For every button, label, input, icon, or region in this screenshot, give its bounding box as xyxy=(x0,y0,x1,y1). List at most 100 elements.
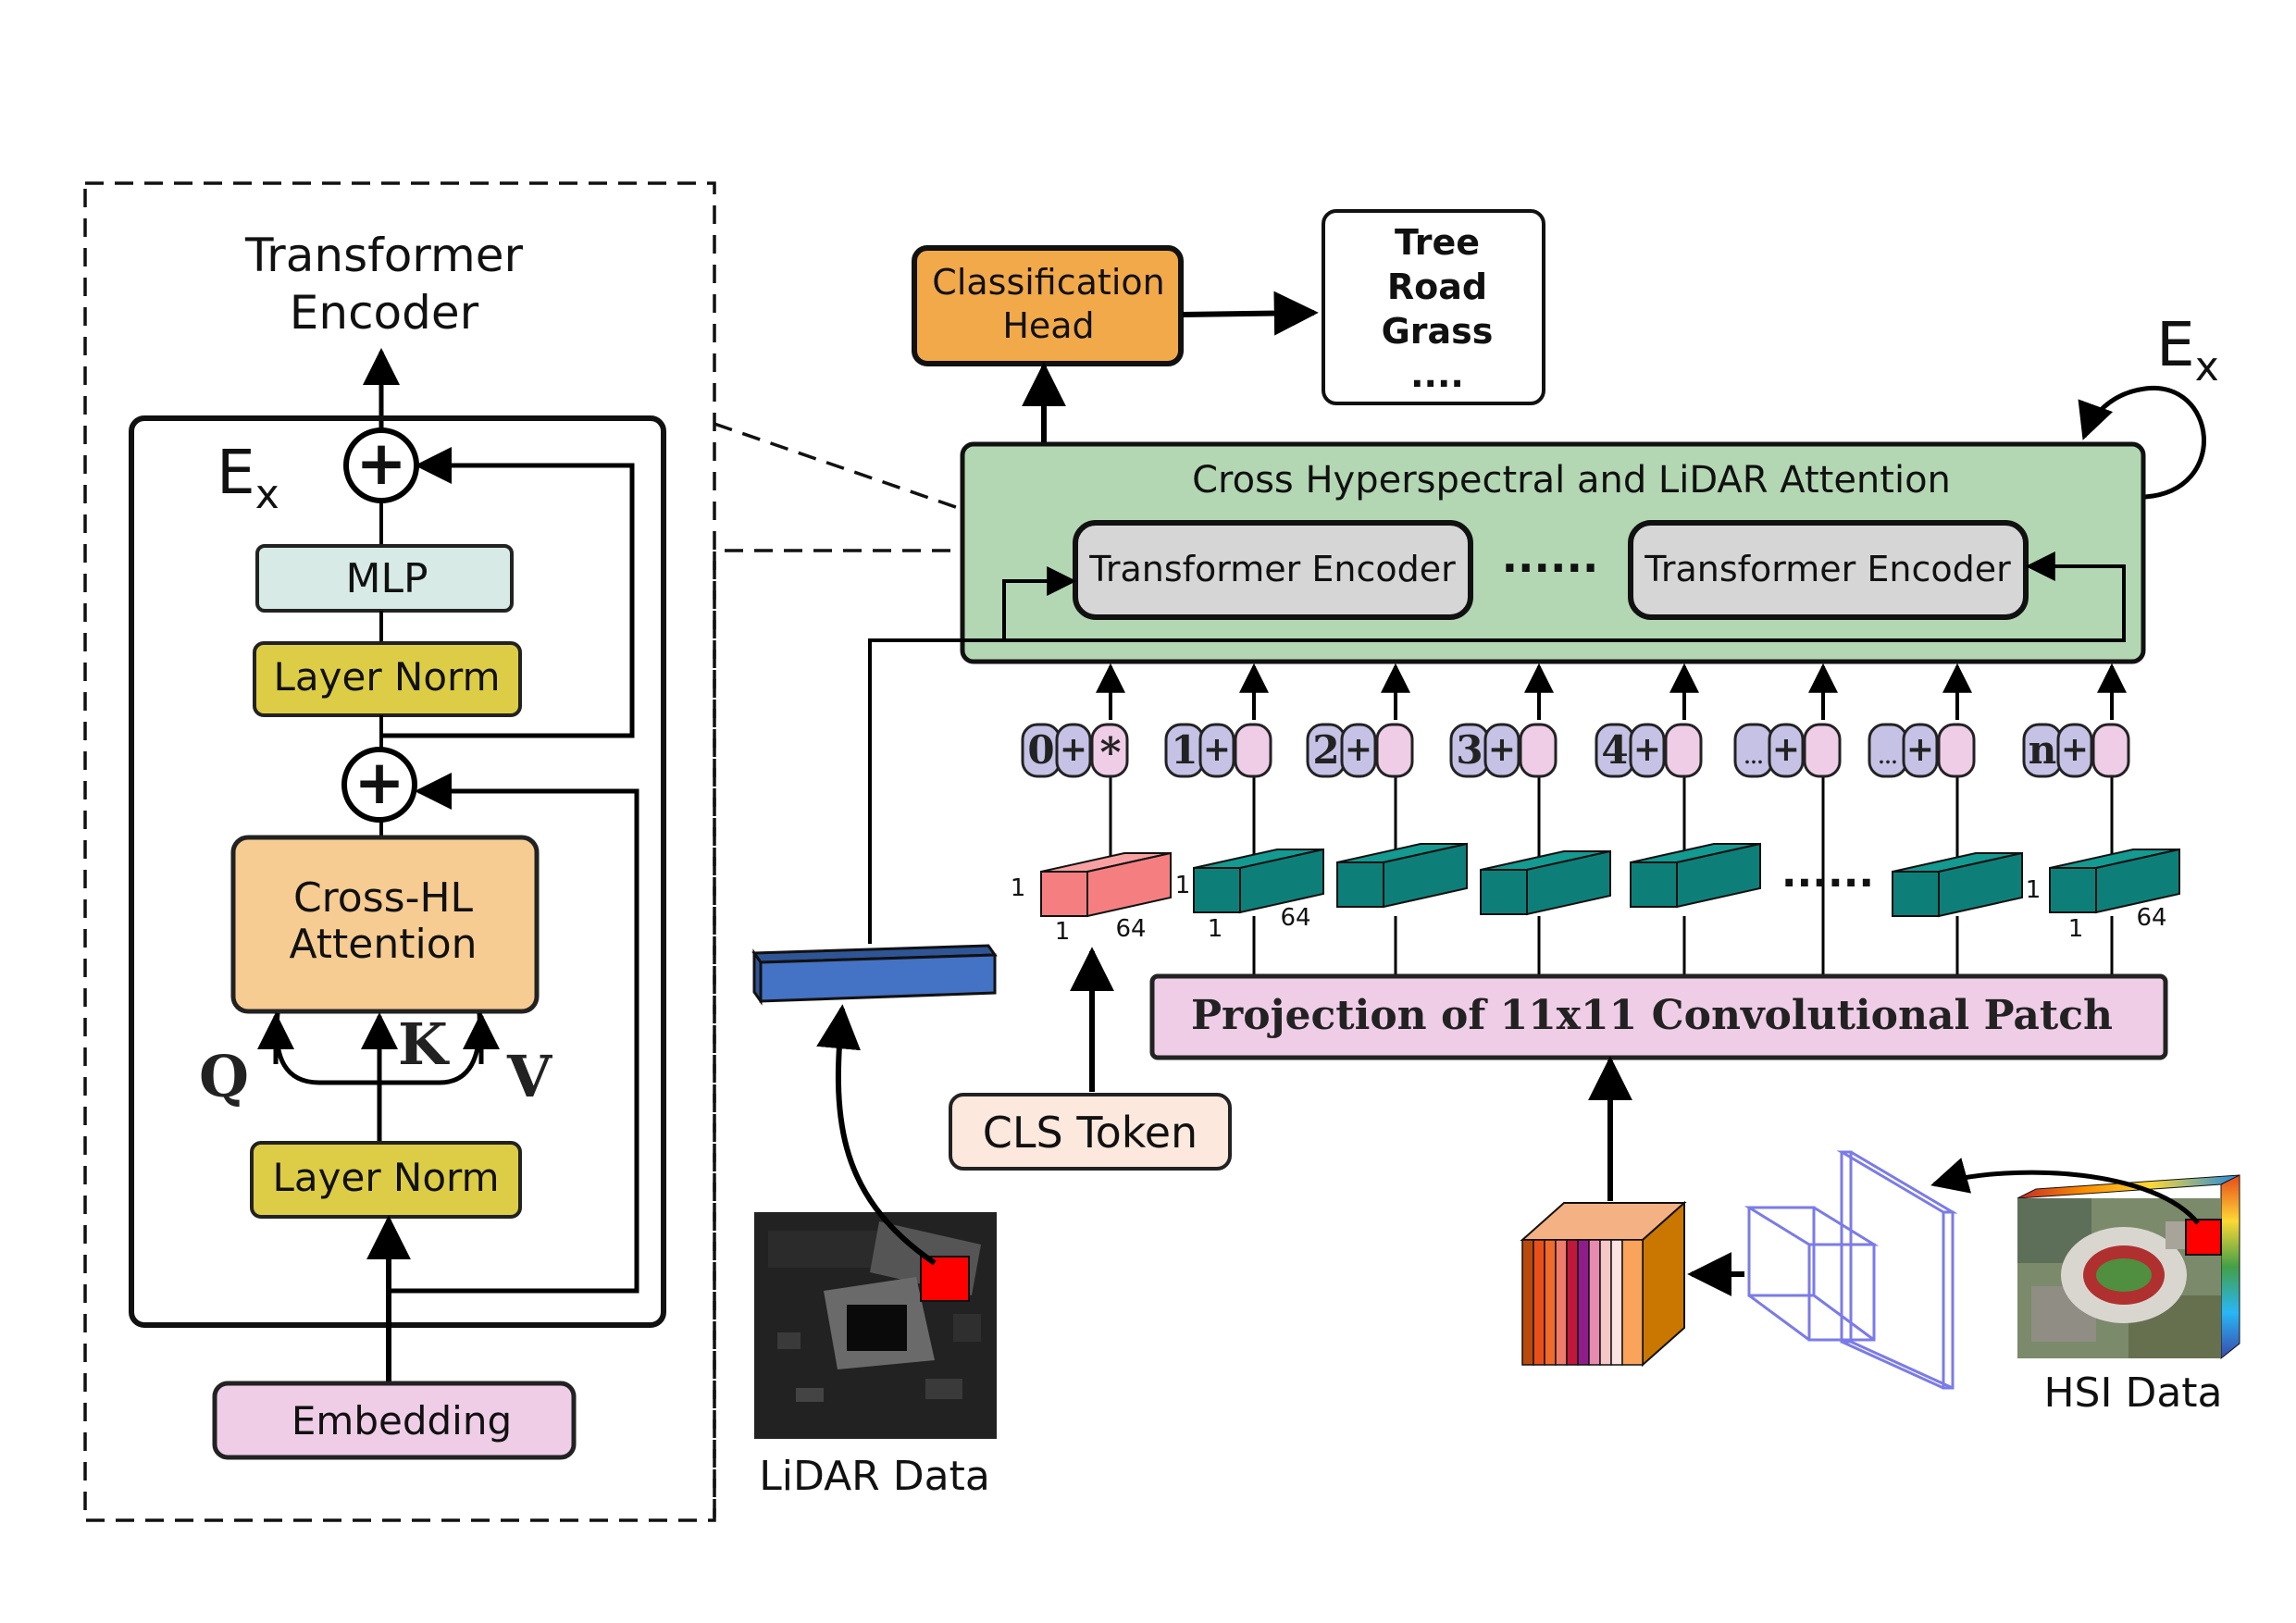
cls-token-box xyxy=(949,1093,1232,1171)
token-column-0: 0+ * xyxy=(1021,663,1129,861)
cross-attention-title: Cross Hyperspectral and LiDAR Attention xyxy=(1192,459,1951,502)
dimension-label: 64 xyxy=(1115,915,1146,943)
plus-sign: + xyxy=(1488,730,1516,769)
transformer-encoder-1-label: Transformer Encoder xyxy=(1088,549,1456,589)
dimension-label: 64 xyxy=(2136,904,2166,932)
hsi-image xyxy=(2017,1174,2240,1360)
token-column-2: 2+ xyxy=(1306,663,1414,861)
token-embedding xyxy=(2091,723,2130,778)
zoom-line-bottom xyxy=(713,549,1055,1518)
plus-sign: + xyxy=(1906,730,1934,769)
token-embedding xyxy=(1090,723,1129,778)
layer-norm-top xyxy=(253,641,522,717)
lidar-image xyxy=(754,1212,997,1439)
plus-capsule xyxy=(1483,723,1520,778)
lidar-feed-encoder-2 xyxy=(1004,551,2126,642)
residual-add-bottom-symbol: + xyxy=(354,747,404,818)
q-label: Q xyxy=(199,1043,249,1110)
position-index: 0 xyxy=(1027,727,1054,773)
patch-2 xyxy=(1336,842,1468,909)
token-embedding xyxy=(1664,723,1703,778)
position-index: 3 xyxy=(1456,727,1483,773)
token-column-6: ... + xyxy=(1868,663,1976,861)
plus-sign: + xyxy=(1633,730,1661,769)
main-repeat-label: Ex xyxy=(2156,309,2219,390)
skip-connection-top xyxy=(381,447,635,738)
patch-5 xyxy=(1892,851,2023,918)
classification-head-line2: Head xyxy=(1002,305,1094,346)
lidar-label: LiDAR Data xyxy=(759,1453,990,1500)
hsi-label: HSI Data xyxy=(2043,1369,2222,1417)
encoder-detail-box xyxy=(129,415,666,1328)
dimension-label: 1 xyxy=(1055,918,1071,946)
dimension-label: 1 xyxy=(2026,876,2042,904)
patch-6 xyxy=(2049,848,2180,914)
arrow-head-to-classes xyxy=(1182,291,1319,336)
embedding-label: Embedding xyxy=(292,1398,512,1443)
encoder-detail-title-line1: Transformer xyxy=(244,229,523,282)
classification-head-line1: Classification xyxy=(932,262,1164,303)
residual-add-top-symbol: + xyxy=(355,427,406,499)
lidar-feed-line xyxy=(868,638,1004,944)
token-embedding xyxy=(1803,723,1842,778)
patch-ellipsis: ...... xyxy=(1781,849,1874,897)
dimension-label: 1 xyxy=(1208,915,1223,943)
token-embedding xyxy=(1234,723,1272,778)
cls-token-label: CLS Token xyxy=(983,1108,1198,1158)
embedding-block xyxy=(212,1381,577,1460)
dimension-label: 1 xyxy=(1011,874,1026,902)
token-column-5: ... + xyxy=(1733,663,1842,976)
dimension-label: 1 xyxy=(1175,872,1191,899)
plus-capsule xyxy=(1198,723,1235,778)
plus-sign: + xyxy=(1203,730,1231,769)
plus-sign: + xyxy=(1060,730,1087,769)
encoder-detail-title-line2: Encoder xyxy=(290,286,479,340)
dimension-label: 1 xyxy=(2068,915,2084,943)
attention-label-line2: Attention xyxy=(289,921,477,968)
mlp-block xyxy=(255,544,514,613)
layer-norm-top-label: Layer Norm xyxy=(273,654,500,700)
position-index: 4 xyxy=(1601,727,1628,773)
plus-capsule xyxy=(1055,723,1092,778)
position-index: 2 xyxy=(1312,727,1339,773)
plus-sign: + xyxy=(1772,730,1800,769)
patch-3 xyxy=(1480,849,1611,916)
mlp-label: MLP xyxy=(345,555,428,602)
plus-capsule xyxy=(1902,723,1939,778)
plus-capsule xyxy=(2056,723,2093,778)
token-column-1: 1+ xyxy=(1164,663,1272,861)
class-tree: Tree xyxy=(1395,222,1480,263)
v-label: V xyxy=(506,1043,552,1110)
skip-connection-bottom xyxy=(389,773,639,1294)
position-index: ... xyxy=(1879,746,1898,768)
token-embedding xyxy=(1519,723,1558,778)
k-label: K xyxy=(398,1010,450,1078)
projection-label: Projection of 11x11 Convolutional Patch xyxy=(1191,992,2113,1039)
class-grass: Grass xyxy=(1382,311,1494,352)
encoder-detail-dashed-frame xyxy=(83,181,716,1522)
plus-capsule xyxy=(1768,723,1805,778)
arrow-hsi-to-conv xyxy=(1930,1158,2200,1225)
lidar-feature-bar xyxy=(751,944,998,1006)
encoder-ellipsis: ...... xyxy=(1502,532,1599,582)
encoder-detail-repeat-label: Ex xyxy=(217,437,279,518)
token-embedding xyxy=(1375,723,1414,778)
position-index: ... xyxy=(1744,746,1764,768)
class-more: .... xyxy=(1410,354,1464,395)
plus-sign: + xyxy=(2061,730,2089,769)
attention-label-line1: Cross-HL xyxy=(293,874,474,922)
conv-layers xyxy=(1744,1150,1958,1390)
patch-4 xyxy=(1630,842,1761,909)
class-road: Road xyxy=(1387,266,1487,307)
cls-marker: * xyxy=(1099,729,1121,776)
token-column-7: n+ xyxy=(2022,663,2130,861)
transformer-encoder-2-label: Transformer Encoder xyxy=(1644,549,2011,589)
arrow-lidar-to-bar xyxy=(816,1004,937,1266)
class-output-box xyxy=(1322,209,1545,405)
token-column-3: 3+ xyxy=(1449,663,1558,861)
lidar-feed-encoder-1 xyxy=(1002,566,1077,640)
plus-capsule xyxy=(1340,723,1377,778)
repeat-loop-arrow xyxy=(2078,385,2206,500)
token-column-4: 4+ xyxy=(1595,663,1703,861)
